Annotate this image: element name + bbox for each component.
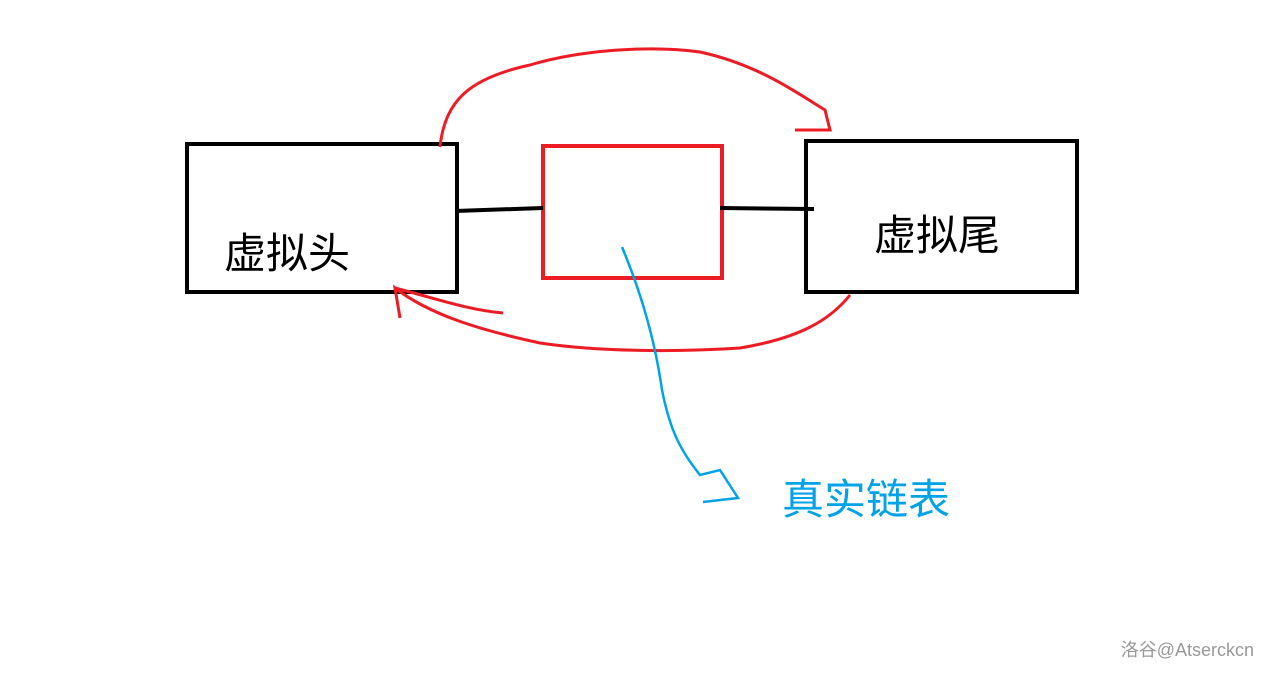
pointer-arrow-curve [620,246,741,504]
tail-link-line [719,206,815,211]
head-link-line [454,206,544,213]
real-list-label: 真实链表 [782,475,951,524]
forward-arrow-curve [438,47,832,148]
virtual-head-box [185,142,459,294]
virtual-tail-label: 虚拟尾 [874,211,1001,260]
virtual-head-label: 虚拟头 [224,229,351,278]
backward-arrow-curve [392,284,852,353]
virtual-tail-box [804,139,1079,294]
watermark: 洛谷@Atserckcn [1120,640,1254,660]
real-list-box [541,144,724,280]
